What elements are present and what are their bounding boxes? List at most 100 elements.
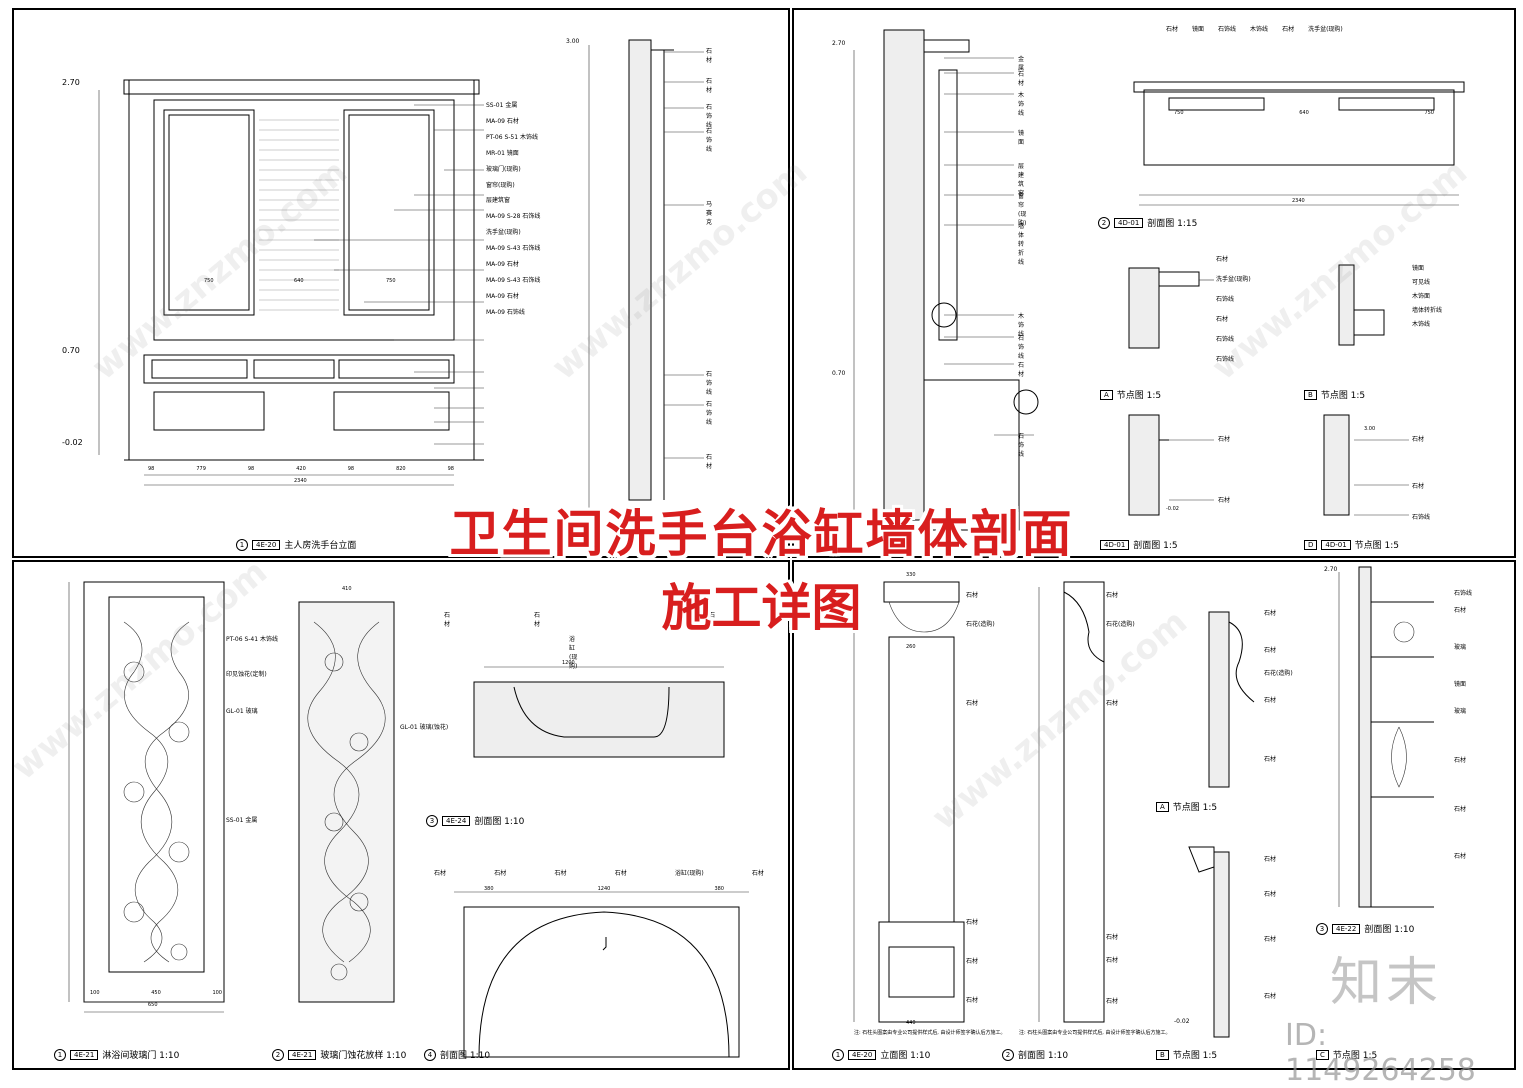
- material-label: MA-09 S-28 石饰线: [486, 213, 541, 221]
- drawing-title-tub-plan: 4 剖面图 1:10: [424, 1048, 490, 1061]
- material-label: MA-09 石材: [486, 261, 519, 269]
- detailD-title: D 4D-01 节点图 1:5: [1304, 538, 1399, 551]
- dim: 100: [90, 990, 100, 996]
- material-label: 层建筑窗: [486, 197, 511, 205]
- drawing-code: 4E-20: [848, 1049, 877, 1060]
- material-label: 石材: [434, 870, 447, 877]
- drawing-code: 4E-21: [70, 1049, 99, 1060]
- drawing-number: 3: [426, 814, 438, 827]
- dim-top-2: 640: [294, 278, 304, 284]
- dim: 330: [906, 572, 916, 578]
- material-label: 浴缸(现购): [675, 870, 704, 877]
- material-label: 石饰线: [1018, 335, 1025, 360]
- level-label: 2.70: [1324, 566, 1338, 573]
- dim-bottom: 98: [347, 466, 355, 472]
- drawing-title-pattern: 2 4E-21 玻璃门蚀花放样 1:10: [272, 1048, 406, 1061]
- material-label: 石材: [1166, 26, 1179, 33]
- material-label: 石饰线: [1018, 433, 1025, 458]
- drawing-code: 4E-24: [442, 815, 471, 826]
- material-label: 石材: [1106, 592, 1119, 599]
- drawing-title-nodeB: B 节点图 1:5: [1156, 1048, 1217, 1061]
- detailC-title: 4D-01 剖面图 1:5: [1100, 538, 1178, 551]
- door-dims: 100 450 100: [90, 990, 222, 996]
- material-label: 石饰线: [1216, 336, 1235, 343]
- material-label: 石材: [1218, 436, 1231, 443]
- material-label: 石材: [1018, 362, 1025, 378]
- material-label: 石材: [1282, 26, 1295, 33]
- material-label: 石材: [1412, 436, 1425, 443]
- drawing-title-text: 节点图 1:5: [1354, 541, 1400, 551]
- dim: 260: [906, 644, 916, 650]
- detail-letter: C: [1316, 1049, 1329, 1060]
- drawing-title-shelf: 3 4E-22 剖面图 1:10: [1316, 922, 1414, 935]
- material-label: 可见线: [1412, 279, 1431, 286]
- material-label: SS-01 金属: [226, 817, 258, 824]
- material-label: 窗帘(现购): [1018, 193, 1027, 227]
- material-label: 石饰线: [1454, 590, 1473, 597]
- material-label: 石花(造购): [1264, 670, 1293, 677]
- material-label: 石材: [1454, 806, 1467, 813]
- material-label: 石材: [706, 48, 713, 64]
- door-total: 650: [148, 1002, 158, 1008]
- drawing-number: 3: [1316, 922, 1328, 935]
- drawing-title-text: 节点图 1:5: [1116, 391, 1162, 401]
- detailC-labels: 石材 石材: [1218, 434, 1230, 504]
- detail-letter: B: [1156, 1049, 1169, 1060]
- material-label: MA-09 石材: [486, 292, 519, 300]
- material-label: 石材: [1264, 891, 1277, 898]
- shelf-labels: 石饰线 石材 玻璃 镜面 玻璃 石材 石材 石材: [1454, 588, 1472, 860]
- material-label: 石材: [1216, 316, 1229, 323]
- material-label: 石材: [709, 612, 716, 628]
- material-label: 石饰线: [706, 128, 713, 153]
- material-label: 镜面: [1412, 265, 1425, 272]
- drawing-code: 4E-22: [1332, 923, 1361, 934]
- note-1: 注: 石柱头图案由专业公司提供样式后, 由设计师签字确认后方施工。: [854, 1030, 1006, 1036]
- dim: 750: [1174, 110, 1184, 116]
- nodeB-labels: 石材 石材 石材 石材: [1264, 854, 1276, 1000]
- plan-total: 2340: [1292, 198, 1305, 204]
- material-label: 木饰线: [1018, 92, 1025, 117]
- pattern-label: GL-01 玻璃(蚀花): [400, 724, 449, 731]
- drawing-title-door: 1 4E-21 淋浴间玻璃门 1:10: [54, 1048, 179, 1061]
- material-label: 石材: [1264, 697, 1277, 704]
- pattern-top-dim: 410: [342, 586, 352, 592]
- material-label: 镜面: [1454, 681, 1467, 688]
- drawing-number: 1: [54, 1048, 66, 1061]
- material-label: 木饰线: [1018, 313, 1025, 338]
- drawing-title-text: 剖面图 1:10: [1364, 925, 1415, 935]
- plan-dims: 380 1240 380: [484, 886, 724, 892]
- material-label: 石材: [1106, 957, 1119, 964]
- dim: 380: [484, 886, 494, 892]
- material-label: 木饰面: [1412, 293, 1431, 300]
- material-label: PT-06 S-41 木饰线: [226, 636, 278, 643]
- dim-bottom-row: 98 779 98 420 98 820 98: [148, 466, 454, 472]
- material-label: 石材: [1264, 856, 1277, 863]
- material-label: 洗手盆(现购): [1308, 26, 1343, 33]
- material-label: 石材: [1264, 610, 1277, 617]
- material-label: 层建筑窗: [1018, 163, 1025, 197]
- drawing-title-text: 节点图 1:5: [1320, 391, 1366, 401]
- detailB-labels: 镜面 可见线 木饰面 墙体转折线 木饰线: [1412, 262, 1442, 332]
- level-label-top: 2.70: [62, 78, 80, 87]
- note-2: 注: 石柱头图案由专业公司提供样式后, 由设计师签字确认后方施工。: [1019, 1030, 1171, 1036]
- material-label: 石材: [444, 612, 451, 628]
- material-label: 石饰线: [1412, 514, 1431, 521]
- dim: 750: [1424, 110, 1434, 116]
- level-label: -0.02: [1174, 1018, 1190, 1025]
- material-label: 石材: [1454, 757, 1467, 764]
- drawing-title-tub-section: 3 4E-24 剖面图 1:10: [426, 814, 524, 827]
- drawing-title-text: 立面图 1:10: [880, 1051, 931, 1061]
- material-label: 木饰线: [1412, 321, 1431, 328]
- material-label: 印见蚀花(定制): [226, 671, 267, 678]
- vanity-elevation-drawing: [98, 39, 704, 510]
- material-label: 镜面: [1192, 26, 1205, 33]
- drawing-title-nodeA: A 节点图 1:5: [1156, 800, 1217, 813]
- drawing-number: 1: [832, 1048, 844, 1061]
- material-label: 石花(造购): [966, 621, 995, 628]
- dim-total: 2340: [294, 478, 307, 484]
- level-label-mid: 0.70: [62, 346, 80, 355]
- material-label: 石材: [1106, 934, 1119, 941]
- material-label: MA-09 S-43 石饰线: [486, 245, 541, 253]
- column-labels: 石材 石花(造购) 石材 石材 石材 石材: [966, 590, 995, 1004]
- sheet-top-left: 2.70 0.70 -0.02 3.00 750 640 750 98 779 …: [12, 8, 790, 558]
